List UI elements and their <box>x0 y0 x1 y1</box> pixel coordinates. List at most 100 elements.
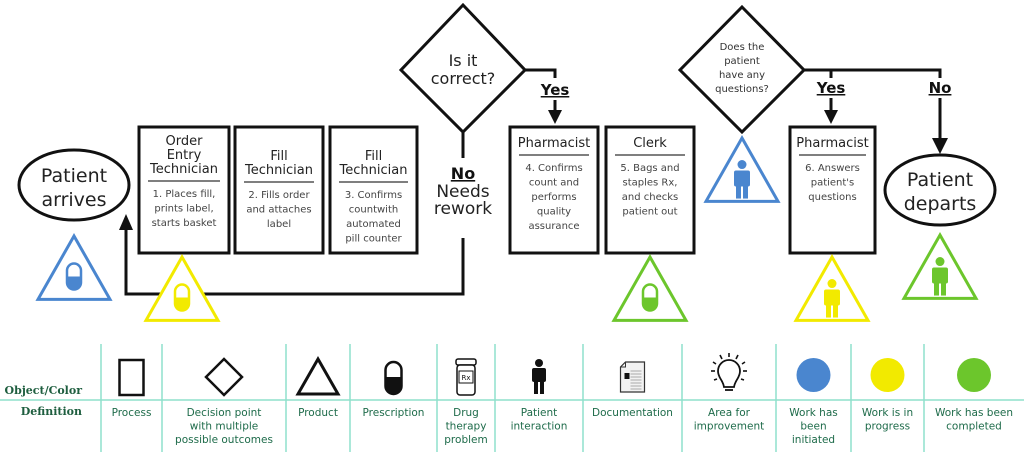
start-terminal: Patient arrives <box>17 148 131 222</box>
decision2-connector <box>804 68 942 78</box>
step-role: Technician <box>244 163 313 178</box>
legend-item: Product <box>295 355 341 419</box>
step-role: Clerk <box>633 136 667 151</box>
person-head <box>827 279 837 289</box>
legend-item-label: problem <box>444 434 487 446</box>
person-leg <box>826 304 831 318</box>
step-description: 1. Places fill, <box>153 189 216 200</box>
step-description: prints label, <box>154 204 213 215</box>
connectors <box>119 68 948 296</box>
green-circle-icon <box>957 358 991 392</box>
yes2-arrowhead <box>824 110 838 124</box>
process-box <box>137 125 231 255</box>
decision2-line3: have any <box>719 70 765 81</box>
no2-arrowhead <box>932 138 948 154</box>
decision2-line1: Does the <box>720 42 765 53</box>
yes1-arrowhead <box>548 110 562 124</box>
legend-item-label: Product <box>298 407 338 419</box>
end-label-line2: departs <box>904 193 977 215</box>
legend-item-label: therapy <box>446 421 487 433</box>
legend-item-label: Process <box>112 407 152 419</box>
start-status-marker <box>35 232 113 301</box>
legend-object-header: Object/Color <box>5 384 83 397</box>
needs-rework-line1: Needs <box>436 182 489 202</box>
legend-item-label: interaction <box>511 421 568 433</box>
decision-diamond-icon <box>204 357 244 397</box>
step-role: Order <box>166 134 204 149</box>
rework-connector <box>124 222 465 296</box>
end-label-line1: Patient <box>907 169 973 191</box>
step-description: automated <box>346 219 401 230</box>
decision1-line1: Is it <box>449 51 478 70</box>
lightbulb-icon <box>711 353 747 391</box>
rx-label: Rx <box>461 374 470 382</box>
product-triangle-icon <box>901 231 979 300</box>
step6-status-marker <box>793 253 871 322</box>
decision1-yes-label: Yes <box>540 81 570 99</box>
decision1-line2: correct? <box>431 69 496 88</box>
step-description: quality <box>537 207 571 218</box>
start-label-line1: Patient <box>41 165 107 187</box>
prescription-capsule-icon <box>384 360 403 396</box>
person-leg <box>941 282 946 296</box>
decision-is-it-correct: Is it correct? <box>398 2 528 135</box>
person-head <box>737 160 747 170</box>
person-body <box>824 289 840 306</box>
legend-item-label: progress <box>865 421 910 433</box>
capsule-fill <box>643 297 657 311</box>
process-box <box>788 125 877 255</box>
decision2-line4: questions? <box>715 84 769 95</box>
product-triangle-icon <box>703 134 781 203</box>
person-icon <box>532 359 546 394</box>
end-status-marker <box>901 231 979 300</box>
step-description: questions <box>808 192 856 203</box>
step-description: patient out <box>622 207 677 218</box>
step-role: Pharmacist <box>518 136 590 151</box>
document-icon <box>619 361 646 393</box>
step-description: pill counter <box>345 234 402 245</box>
decision2-status-marker <box>703 134 781 203</box>
capsule-fill <box>175 297 189 311</box>
step-description: staples Rx, <box>623 178 678 189</box>
legend-item: Patient interaction <box>511 359 568 433</box>
pill-bottle-rx-icon: Rx <box>455 358 477 396</box>
decision2-no-label: No <box>929 79 952 97</box>
decision2-line2: patient <box>724 56 760 67</box>
step1-status-marker <box>143 253 221 322</box>
step-role: Technician <box>339 163 408 178</box>
step-description: and attaches <box>246 205 311 216</box>
legend-item-label: Patient <box>521 407 558 419</box>
process-box <box>508 125 600 255</box>
blue-circle-icon <box>796 358 831 392</box>
person-body <box>932 267 948 284</box>
step-role: Entry <box>167 148 202 163</box>
step-description: performs <box>531 192 576 203</box>
legend-item: Prescription <box>363 360 424 419</box>
step-description: 6. Answers <box>805 163 860 174</box>
step-role: Fill <box>270 149 287 164</box>
end-terminal: Patient departs <box>883 153 997 227</box>
step-description: 3. Confirms <box>345 190 402 201</box>
legend-item: Process <box>112 358 152 419</box>
legend-item-label: been <box>800 421 826 433</box>
person-head <box>935 257 945 267</box>
person-leg <box>833 304 838 318</box>
legend-item-label: Drug <box>453 407 479 419</box>
process-box <box>604 125 696 255</box>
legend-item-label: Work has <box>789 407 838 419</box>
legend-item-label: improvement <box>694 421 764 433</box>
step-role: Technician <box>149 162 218 177</box>
step-description: label <box>267 219 291 230</box>
step-description: 5. Bags and <box>620 163 679 174</box>
